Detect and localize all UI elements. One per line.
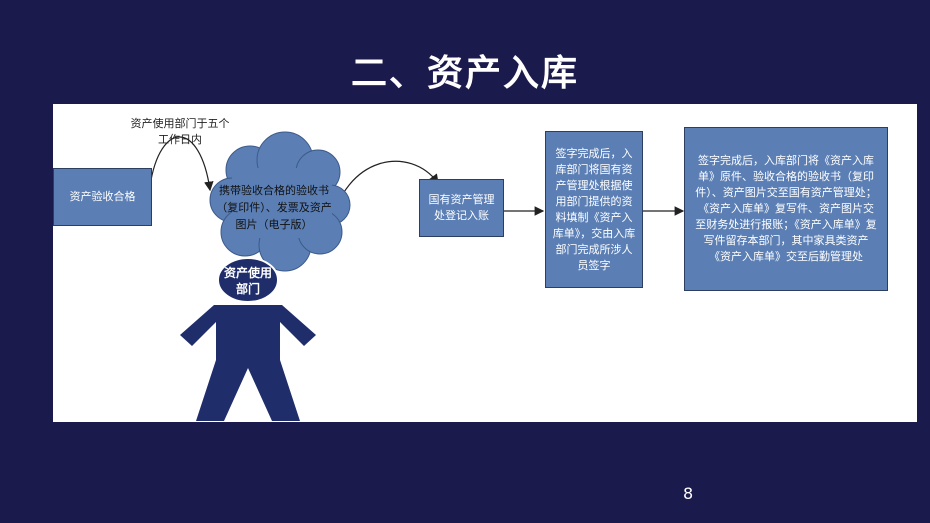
box-sign-process: 签字完成后，入库部门将国有资产管理处根据使用部门提供的资料填制《资产入库单》，交… <box>545 131 643 288</box>
box-hand-over: 签字完成后，入库部门将《资产入库单》原件、验收合格的验收书（复印件）、资产图片交… <box>684 127 888 291</box>
curve-arrow-acceptance-to-cloud <box>149 136 214 192</box>
box-asset-acceptance-label: 资产验收合格 <box>69 190 136 203</box>
slide-title: 二、资产入库 <box>350 53 579 94</box>
box-sign-process-label: 签字完成后，入库部门将国有资产管理处根据使用部门提供的资料填制《资产入库单》，交… <box>552 146 636 272</box>
person-label: 资产使用部门 <box>224 266 273 296</box>
box-hand-over-label: 签字完成后，入库部门将《资产入库单》原件、验收合格的验收书（复印件）、资产图片交… <box>695 154 877 263</box>
cloud-text: 携带验收合格的验收书（复印件）、发票及资产图片（电子版） <box>216 184 332 231</box>
box-asset-register-label: 国有资产管理处登记入账 <box>428 193 495 222</box>
box-asset-acceptance: 资产验收合格 <box>53 168 152 226</box>
cloud-shape <box>209 131 351 272</box>
box-asset-register: 国有资产管理处登记入账 <box>419 179 504 237</box>
timing-note: 资产使用部门于五个工作日内 <box>130 117 230 146</box>
person-figure <box>180 257 316 421</box>
page-number: 8 <box>683 484 694 503</box>
